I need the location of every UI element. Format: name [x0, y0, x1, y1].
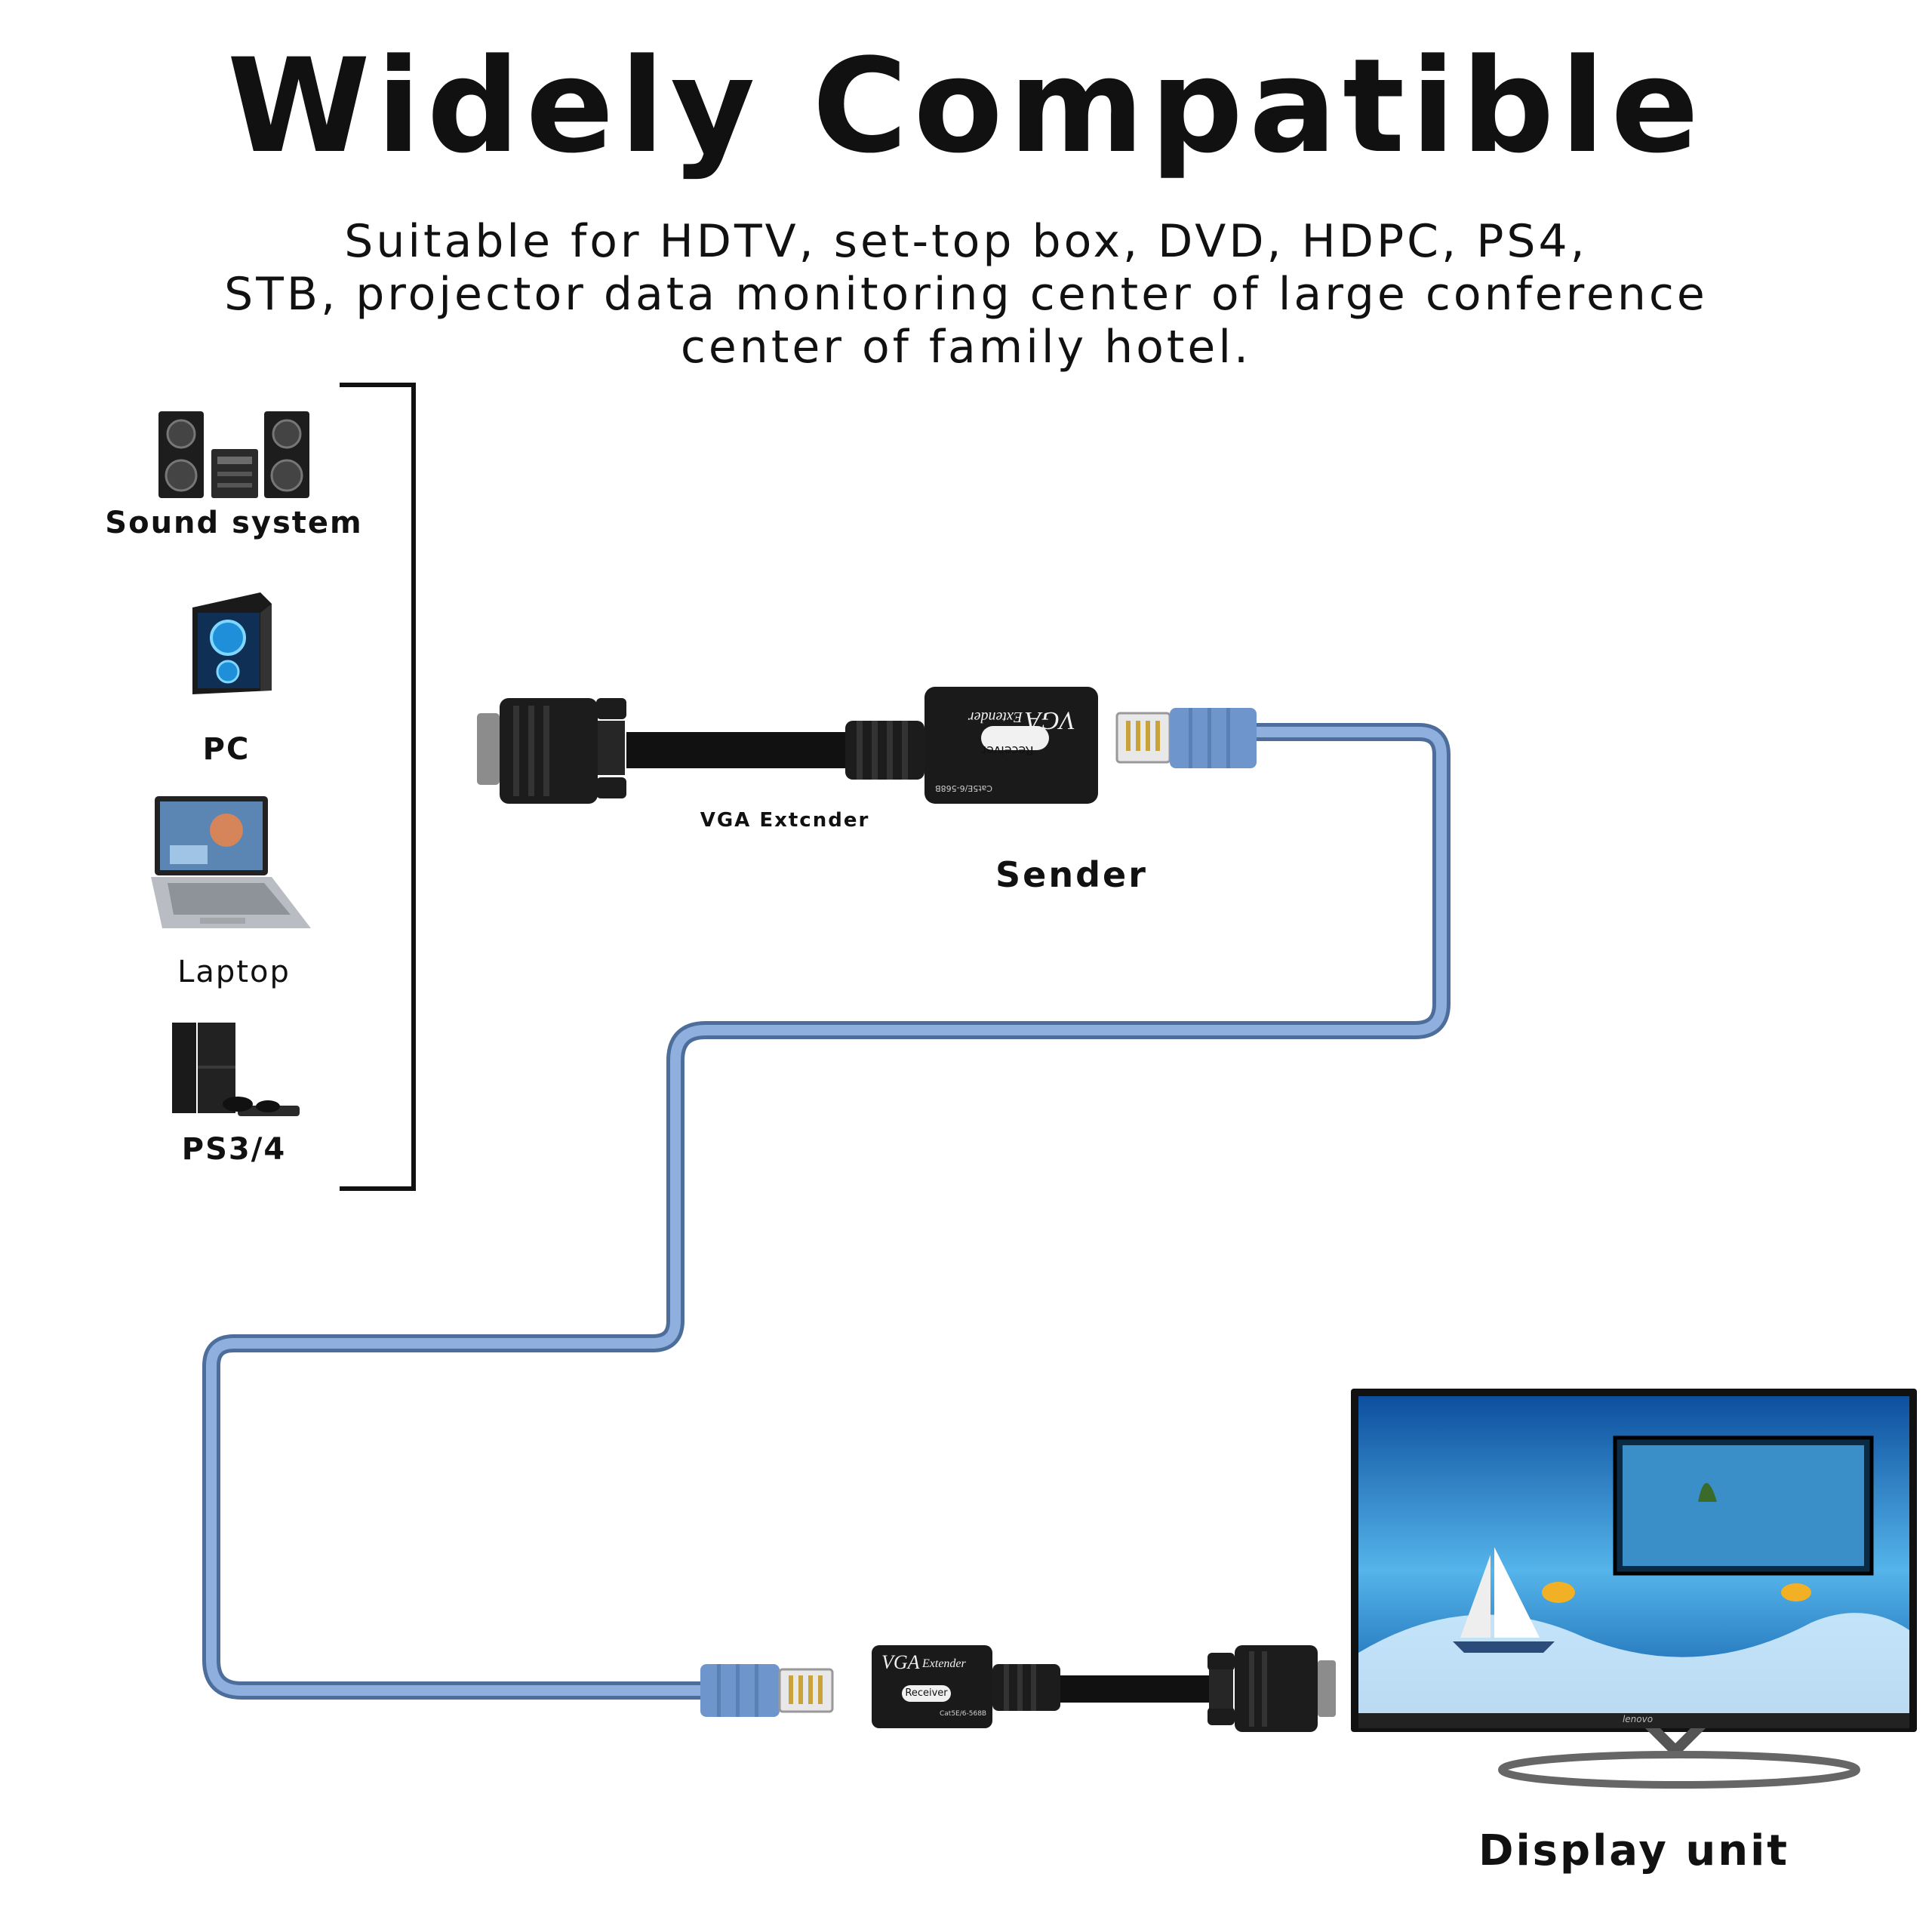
sender-box-print: VGA Extender Receiver Cat5E/6-568B — [924, 687, 1098, 804]
sender-box-spec: Cat5E/6-568B — [935, 783, 992, 793]
receiver-strain-relief — [992, 1664, 1060, 1711]
sender-box-badge: Receiver — [981, 743, 1034, 758]
sender-receiver-badge — [981, 726, 1049, 750]
sender-cable — [626, 732, 845, 768]
sound-system-icon — [158, 411, 309, 498]
receiver-rj45-plug — [700, 1664, 834, 1717]
pc-tower-icon — [192, 592, 272, 694]
receiver-box-spec: Cat5E/6-568B — [940, 1710, 987, 1718]
sender-box-sub: Extender — [968, 709, 1023, 725]
receiver-box-sub: Extender — [922, 1657, 966, 1670]
sender-box-title: VGA — [1025, 706, 1075, 734]
subtitle-line-1: Suitable for HDTV, set-top box, DVD, HDP… — [344, 215, 1588, 268]
sender-rj45-plug — [1115, 708, 1257, 768]
receiver-box-badge: Receiver — [905, 1687, 948, 1699]
device-label-pc: PC — [202, 732, 251, 767]
sender-strain-relief — [845, 721, 924, 780]
receiver-box-title: VGA — [881, 1651, 920, 1673]
receiver-cable — [1060, 1675, 1211, 1703]
display-brand: lenovo — [1622, 1714, 1654, 1724]
laptop-icon — [151, 796, 311, 928]
device-label-ps: PS3/4 — [181, 1132, 287, 1167]
subtitle-line-2: STB, projector data monitoring center of… — [224, 268, 1708, 321]
sender-label: Sender — [995, 854, 1148, 895]
device-group-bracket — [340, 383, 416, 1191]
game-console-icon — [172, 1023, 300, 1116]
device-label-laptop: Laptop — [177, 955, 291, 989]
device-label-sound-system: Sound system — [105, 506, 363, 540]
subtitle-line-3: center of family hotel. — [680, 321, 1252, 374]
ethernet-cable — [202, 723, 1451, 1700]
display-label: Display unit — [1478, 1826, 1790, 1875]
receiver-vga-connector — [1208, 1645, 1336, 1732]
receiver-receiver-badge — [902, 1685, 951, 1702]
sender-vga-connector — [477, 698, 626, 804]
sender-caption: VGA Extcnder — [700, 809, 870, 832]
page-title: Widely Compatible — [226, 30, 1706, 182]
display-monitor — [1351, 1389, 1917, 1789]
